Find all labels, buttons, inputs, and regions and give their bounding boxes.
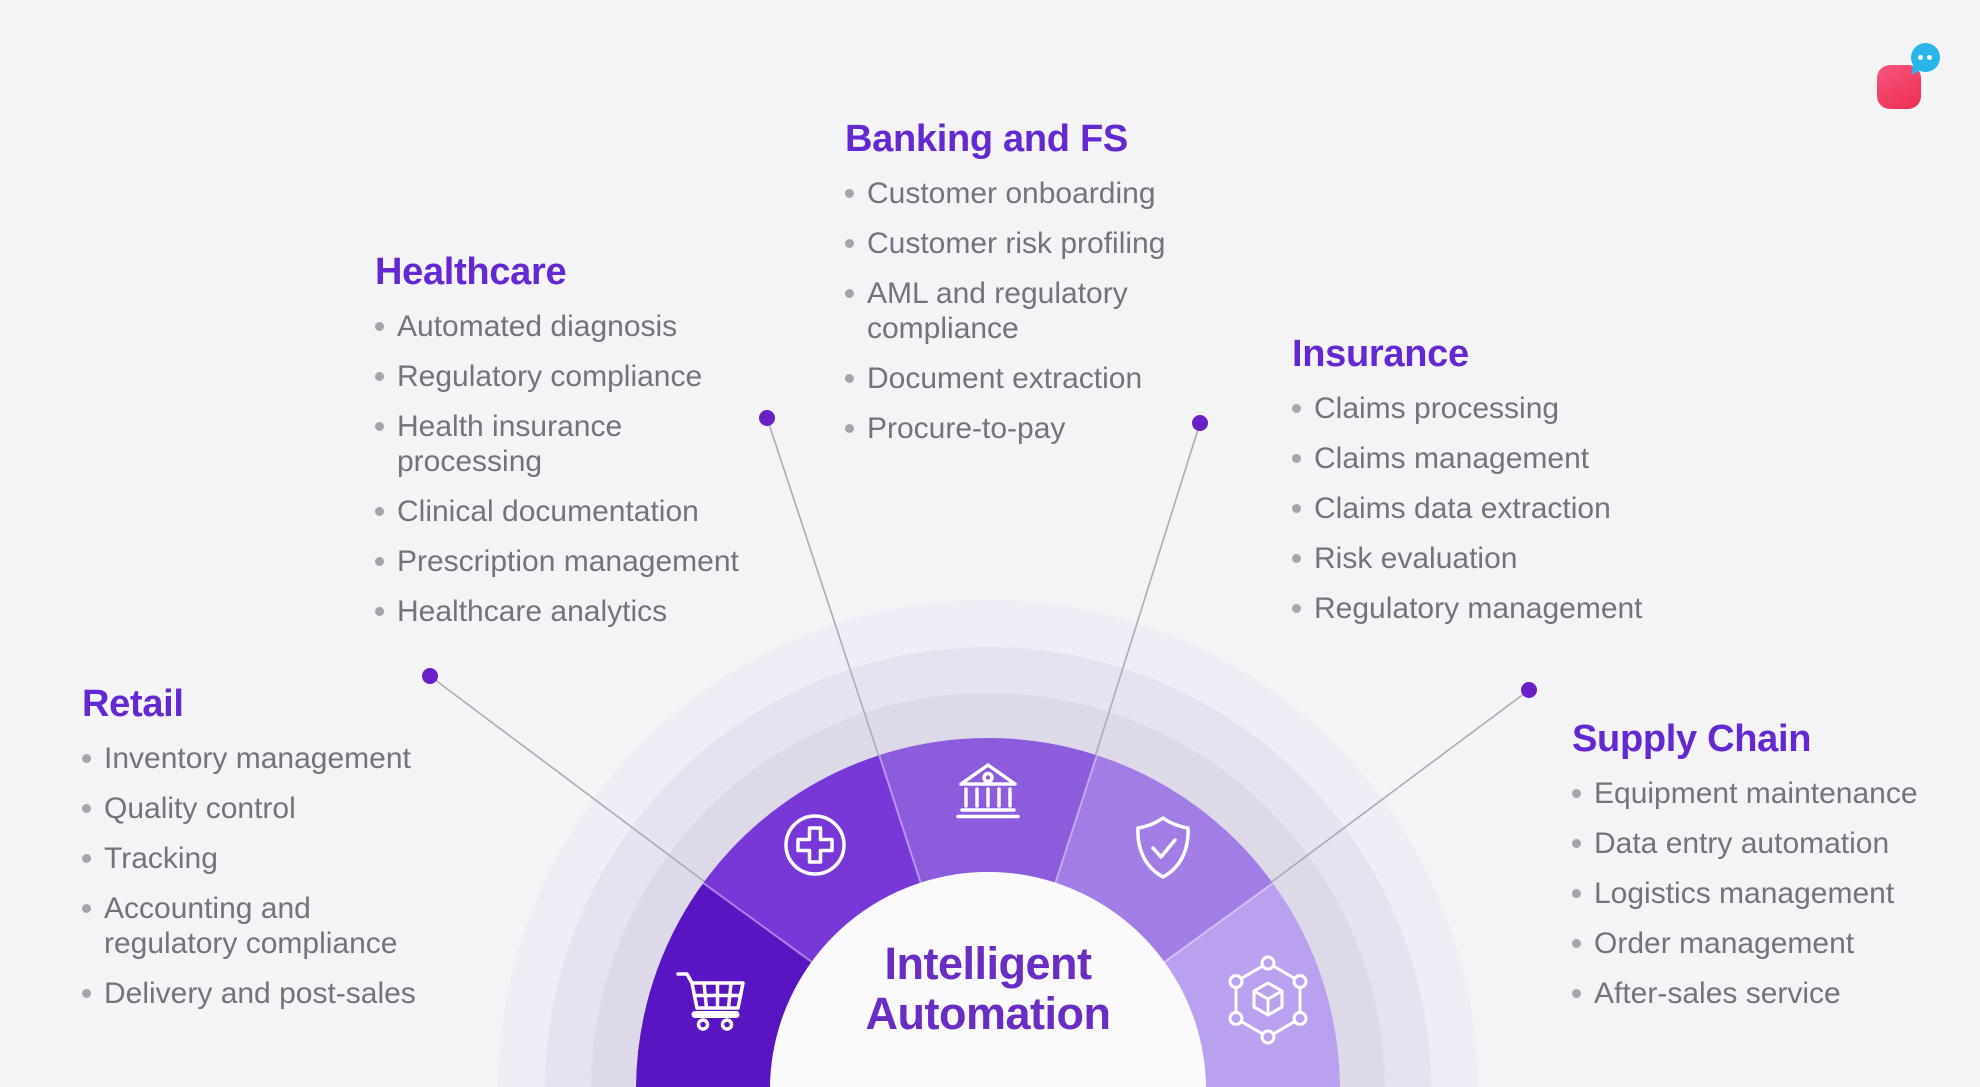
- list-item: Automated diagnosis: [375, 309, 755, 344]
- healthcare-list: Automated diagnosis Regulatory complianc…: [375, 309, 755, 629]
- section-healthcare: Healthcare Automated diagnosis Regulator…: [375, 249, 755, 644]
- banking-list: Customer onboarding Customer risk profil…: [845, 176, 1225, 446]
- section-supply-chain: Supply Chain Equipment maintenance Data …: [1572, 716, 1980, 1026]
- list-item: Customer risk profiling: [845, 226, 1225, 261]
- segment-divider: [1163, 882, 1274, 963]
- list-item: Accounting and regulatory compliance: [82, 891, 442, 961]
- list-item: Health insurance processing: [375, 409, 755, 479]
- connector-dot: [422, 668, 438, 684]
- wheel-center-title: Intelligent Automation: [865, 938, 1111, 1039]
- list-item: Healthcare analytics: [375, 594, 755, 629]
- list-item: Document extraction: [845, 361, 1225, 396]
- section-title-supply-chain: Supply Chain: [1572, 718, 1812, 760]
- section-title-retail: Retail: [82, 683, 184, 725]
- list-item: Delivery and post-sales: [82, 976, 442, 1011]
- list-item: After-sales service: [1572, 976, 1980, 1011]
- retail-list: Inventory management Quality control Tra…: [82, 741, 442, 1011]
- list-item: Logistics management: [1572, 876, 1980, 911]
- list-item: Tracking: [82, 841, 442, 876]
- list-item: Equipment maintenance: [1572, 776, 1980, 811]
- connector-dots: [422, 410, 1537, 698]
- list-item: Regulatory compliance: [375, 359, 755, 394]
- segment-retail: [636, 883, 812, 1087]
- supply-chain-list: Equipment maintenance Data entry automat…: [1572, 776, 1980, 1011]
- list-item: Clinical documentation: [375, 494, 755, 529]
- segment-healthcare: [703, 755, 921, 962]
- center-circle: [770, 872, 1206, 1087]
- list-item: AML and regulatory compliance: [845, 276, 1225, 346]
- segment-supply-chain: [1164, 883, 1340, 1087]
- section-insurance: Insurance Claims processing Claims manag…: [1292, 331, 1712, 641]
- list-item: Order management: [1572, 926, 1980, 961]
- insurance-list: Claims processing Claims management Clai…: [1292, 391, 1712, 626]
- shield-check-icon: [1136, 816, 1190, 879]
- connector-dot: [1192, 415, 1208, 431]
- chat-bubble-dots: [1918, 55, 1923, 60]
- section-title-banking-and-fs: Banking and FS: [845, 118, 1128, 160]
- section-retail: Retail Inventory management Quality cont…: [82, 681, 442, 1026]
- list-item: Claims processing: [1292, 391, 1712, 426]
- segment-divider: [1054, 754, 1098, 884]
- list-item: Quality control: [82, 791, 442, 826]
- list-item: Prescription management: [375, 544, 755, 579]
- list-item: Procure-to-pay: [845, 411, 1225, 446]
- cube-network-icon: [1228, 955, 1308, 1045]
- list-item: Claims data extraction: [1292, 491, 1712, 526]
- shopping-cart-icon: [676, 972, 745, 1031]
- section-banking-and-fs: Banking and FS Customer onboarding Custo…: [845, 116, 1225, 461]
- connector-dot: [759, 410, 775, 426]
- brand-logo: [1877, 43, 1947, 124]
- wheel-segments: [636, 737, 1340, 1087]
- chat-bubble-icon: [1911, 43, 1940, 72]
- segment-divider: [702, 882, 813, 963]
- section-title-healthcare: Healthcare: [375, 251, 567, 293]
- section-title-insurance: Insurance: [1292, 333, 1469, 375]
- connector-dot: [1521, 682, 1537, 698]
- list-item: Inventory management: [82, 741, 442, 776]
- segment-divider: [878, 754, 922, 884]
- list-item: Data entry automation: [1572, 826, 1980, 861]
- list-item: Risk evaluation: [1292, 541, 1712, 576]
- medical-cross-icon: [784, 814, 846, 876]
- list-item: Claims management: [1292, 441, 1712, 476]
- list-item: Customer onboarding: [845, 176, 1225, 211]
- list-item: Regulatory management: [1292, 591, 1712, 626]
- segment-insurance: [1055, 755, 1273, 962]
- bank-icon: [956, 763, 1020, 819]
- segment-dividers: [702, 754, 1274, 963]
